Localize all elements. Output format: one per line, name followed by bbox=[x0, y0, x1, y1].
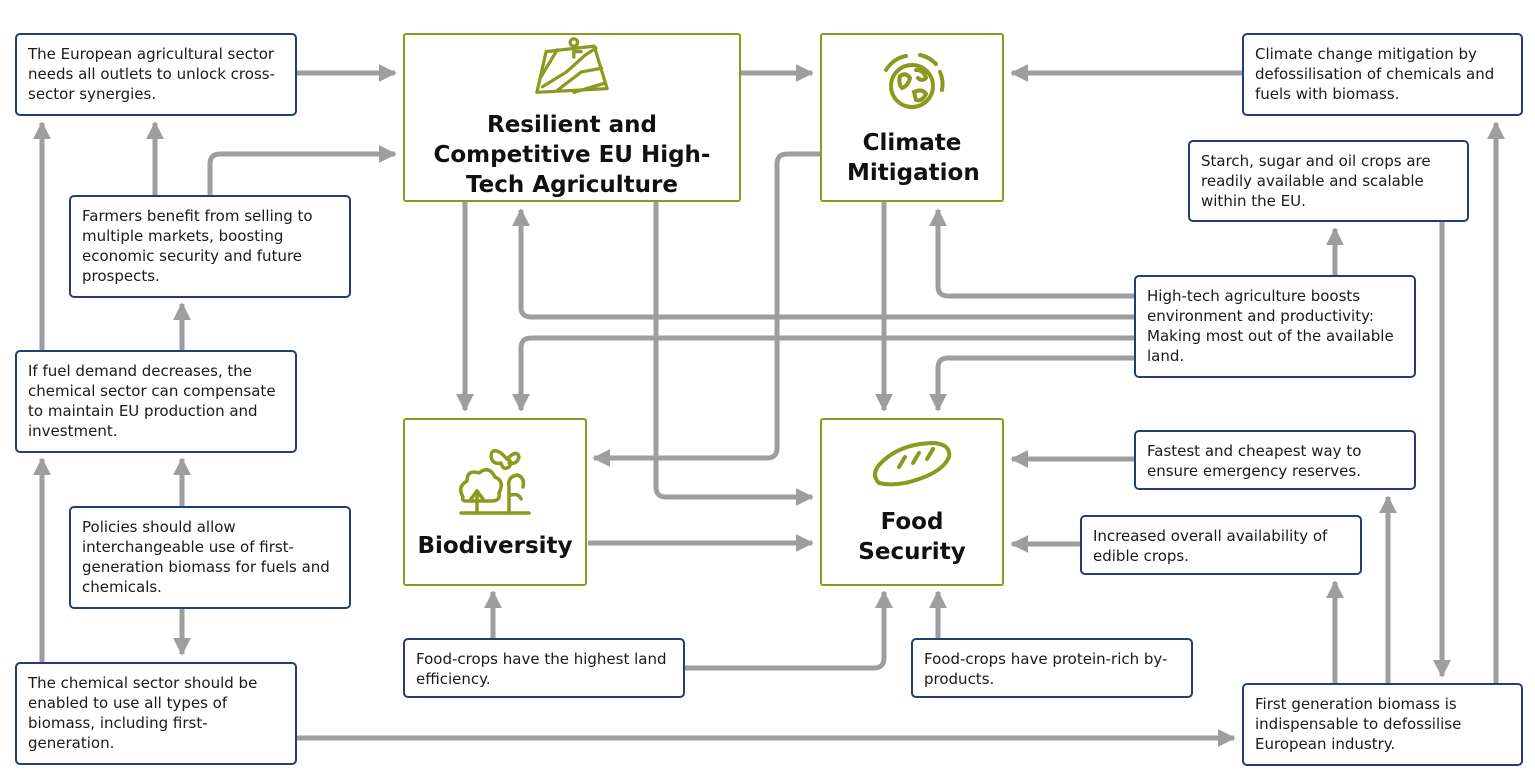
arrow-hightech-to-food bbox=[929, 355, 1134, 412]
hub-climate: Climate Mitigation bbox=[820, 33, 1004, 202]
note-defoss: Climate change mitigation by defossilisa… bbox=[1242, 33, 1523, 116]
note-starch: Starch, sugar and oil crops are readily … bbox=[1188, 140, 1469, 222]
globe-icon bbox=[884, 52, 945, 109]
field-icon bbox=[535, 37, 609, 94]
note-policies: Policies should allow interchangeable us… bbox=[69, 506, 351, 609]
arrow-landeff-to-food bbox=[684, 590, 893, 671]
arrow-hightech-to-agriculture bbox=[512, 208, 1134, 320]
hub-title: Climate Mitigation bbox=[847, 129, 980, 186]
note-farmers: Farmers benefit from selling to multiple… bbox=[69, 195, 351, 298]
arrow-hightech-to-climate bbox=[929, 208, 1134, 299]
note-outlets: The European agricultural sector needs a… bbox=[15, 33, 297, 116]
note-protein: Food-crops have protein-rich by-products… bbox=[911, 638, 1193, 698]
hub-title: Resilient and Competitive EU High-Tech A… bbox=[433, 112, 711, 198]
arrow-agriculture-to-food bbox=[653, 202, 814, 506]
note-firstgen: First generation biomass is indispensabl… bbox=[1242, 683, 1523, 766]
hub-food: Food Security bbox=[820, 418, 1004, 586]
bread-icon bbox=[873, 441, 952, 487]
arrow-climate-to-biodiversity bbox=[592, 151, 820, 467]
note-fuel: If fuel demand decreases, the chemical s… bbox=[15, 350, 297, 453]
note-increased: Increased overall availability of edible… bbox=[1080, 515, 1362, 575]
note-chemical: The chemical sector should be enabled to… bbox=[15, 662, 297, 765]
hub-title: Food Security bbox=[858, 509, 966, 565]
plants-butterfly-icon bbox=[459, 449, 531, 515]
arrow-hightech-to-biodiversity bbox=[512, 335, 1134, 412]
note-hightech: High-tech agriculture boosts environment… bbox=[1134, 275, 1416, 378]
note-fastest: Fastest and cheapest way to ensure emerg… bbox=[1134, 430, 1416, 490]
hub-title: Biodiversity bbox=[417, 533, 573, 559]
hub-biodiversity: Biodiversity bbox=[403, 418, 587, 586]
note-landeff: Food-crops have the highest land efficie… bbox=[403, 638, 685, 698]
hub-agriculture: Resilient and Competitive EU High-Tech A… bbox=[403, 33, 741, 202]
arrow-farmers-to-agriculture bbox=[207, 145, 397, 195]
